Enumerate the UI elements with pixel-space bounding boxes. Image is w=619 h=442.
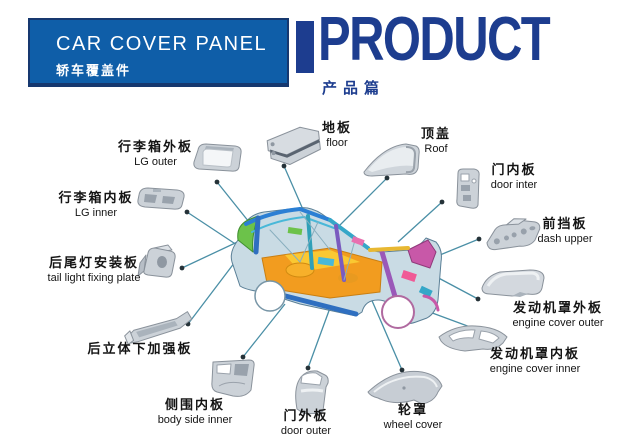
label-door-inner: 门内板 door inter (468, 162, 560, 192)
part-door-inner-image (456, 168, 480, 209)
label-engine-cover-outer: 发动机罩外板 engine cover outer (498, 300, 618, 330)
label-body-side-inner-en: body side inner (157, 413, 233, 426)
part-tail-light-fixing-plate-image (137, 244, 176, 278)
part-wheel-cover-image (367, 370, 443, 405)
part-floor-image (266, 126, 321, 166)
part-door-outer-image (295, 370, 329, 415)
label-floor-zh: 地板 (321, 120, 352, 135)
label-engine-cover-inner-en: engine cover inner (489, 362, 581, 375)
product-title: PRODUCT (318, 5, 551, 74)
label-dash-upper: 前挡板 dash upper (512, 216, 618, 246)
label-wheel-cover-en: wheel cover (383, 418, 443, 431)
label-door-inner-zh: 门内板 (491, 162, 537, 177)
label-door-inner-en: door inter (490, 178, 538, 191)
label-engine-cover-inner: 发动机罩内板 engine cover inner (470, 346, 600, 376)
label-body-side-inner: 侧围内板 body side inner (134, 397, 256, 427)
label-tail-light-zh: 后尾灯安装板 (48, 255, 139, 270)
label-rear-lower-reinforce: 后立体下加强板 (78, 341, 202, 357)
label-lg-outer-zh: 行李箱外板 (117, 139, 193, 154)
part-lg-inner-image (137, 187, 185, 210)
label-body-side-inner-zh: 侧围内板 (164, 397, 225, 412)
label-wheel-cover-zh: 轮罩 (397, 402, 428, 417)
label-door-outer-zh: 门外板 (283, 408, 329, 423)
label-dash-upper-en: dash upper (537, 232, 593, 245)
header-bar: CAR COVER PANEL 轿车覆盖件 (28, 18, 289, 87)
part-engine-cover-inner-image (438, 325, 508, 352)
page-title-zh: 轿车覆盖件 (56, 63, 132, 78)
car-body-frame-image (230, 207, 442, 329)
label-roof-zh: 顶盖 (420, 126, 451, 141)
page-title-en: CAR COVER PANEL (56, 33, 268, 55)
label-floor: 地板 floor (292, 120, 382, 150)
label-door-outer-en: door outer (280, 424, 332, 437)
part-body-side-inner-image (211, 359, 255, 397)
part-roof-image (363, 143, 420, 177)
product-subtitle: 产品篇 (322, 80, 386, 97)
label-dash-upper-zh: 前挡板 (542, 216, 588, 231)
label-lg-inner: 行李箱内板 LG inner (40, 190, 152, 220)
label-roof: 顶盖 Roof (392, 126, 480, 156)
label-lg-outer-en: LG outer (134, 155, 177, 168)
label-lg-inner-zh: 行李箱内板 (58, 190, 134, 205)
label-tail-light-fixing-plate: 后尾灯安装板 tail light fixing plate (24, 255, 164, 285)
label-tail-light-en: tail light fixing plate (47, 271, 141, 284)
part-engine-cover-outer-image (481, 269, 545, 297)
label-lg-outer: 行李箱外板 LG outer (98, 139, 213, 169)
label-rear-lower-reinforce-zh: 后立体下加强板 (87, 341, 193, 356)
label-engine-cover-inner-zh: 发动机罩内板 (489, 346, 580, 361)
label-engine-cover-outer-en: engine cover outer (512, 316, 604, 329)
part-dash-upper-image (486, 218, 541, 251)
part-rear-lower-reinforce-image (124, 311, 193, 345)
label-engine-cover-outer-zh: 发动机罩外板 (512, 300, 603, 315)
label-door-outer: 门外板 door outer (246, 408, 366, 438)
part-lg-outer-image (193, 143, 242, 172)
label-floor-en: floor (326, 136, 348, 149)
label-lg-inner-en: LG inner (74, 206, 118, 219)
label-roof-en: Roof (424, 142, 448, 155)
header-accent-block (296, 21, 314, 73)
label-wheel-cover: 轮罩 wheel cover (352, 402, 474, 432)
